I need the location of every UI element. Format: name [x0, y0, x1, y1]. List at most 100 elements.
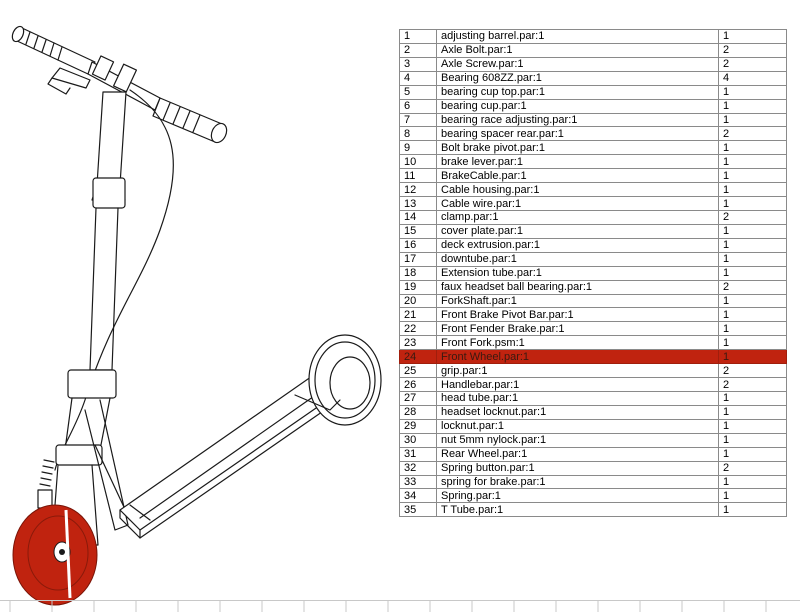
part-name-cell: Cable wire.par:1 — [436, 196, 719, 211]
part-name-cell: spring for brake.par:1 — [436, 474, 719, 490]
part-qty-cell: 1 — [718, 321, 787, 337]
part-qty-cell: 2 — [718, 42, 787, 58]
part-qty-cell: 1 — [718, 237, 787, 253]
part-name-cell: clamp.par:1 — [436, 209, 719, 225]
steering-column[interactable] — [55, 91, 127, 466]
part-name-cell: Bearing 608ZZ.par:1 — [436, 70, 719, 86]
handlebar[interactable] — [87, 55, 161, 111]
part-name-cell: Bolt brake pivot.par:1 — [436, 140, 719, 156]
part-index-cell: 31 — [399, 446, 437, 462]
part-qty-cell: 2 — [718, 279, 787, 295]
part-qty-cell: 1 — [718, 418, 787, 434]
part-qty-cell: 1 — [718, 349, 787, 365]
part-qty-cell: 2 — [718, 377, 787, 392]
part-index-cell: 9 — [399, 140, 437, 156]
part-qty-cell: 1 — [718, 335, 787, 351]
part-qty-cell: 1 — [718, 265, 787, 281]
right-grip[interactable] — [152, 97, 230, 145]
part-qty-cell: 2 — [718, 56, 787, 72]
part-index-cell: 16 — [399, 237, 437, 253]
part-name-cell: Axle Bolt.par:1 — [436, 42, 719, 58]
part-index-cell: 20 — [399, 293, 437, 309]
part-index-cell: 23 — [399, 335, 437, 351]
rear-wheel[interactable] — [294, 334, 382, 426]
part-name-cell: Front Fork.psm:1 — [436, 335, 719, 351]
part-qty-cell: 1 — [718, 154, 787, 170]
part-index-cell: 6 — [399, 98, 437, 114]
part-qty-cell: 1 — [718, 446, 787, 462]
part-name-cell: cover plate.par:1 — [436, 223, 719, 239]
part-name-cell: Front Wheel.par:1 — [436, 349, 719, 365]
left-grip[interactable] — [10, 25, 96, 75]
part-index-cell: 30 — [399, 432, 437, 448]
part-qty-cell: 1 — [718, 390, 787, 406]
brake-lever[interactable] — [47, 67, 91, 95]
part-index-cell: 27 — [399, 390, 437, 406]
part-name-cell: Axle Screw.par:1 — [436, 56, 719, 72]
part-index-cell: 4 — [399, 70, 437, 86]
part-name-cell: faux headset ball bearing.par:1 — [436, 279, 719, 295]
brake-cable[interactable] — [54, 89, 174, 471]
part-name-cell: Cable housing.par:1 — [436, 182, 719, 198]
part-qty-cell: 1 — [718, 84, 787, 100]
part-index-cell: 24 — [399, 349, 437, 365]
part-qty-cell: 1 — [718, 140, 787, 156]
brake-spring[interactable] — [37, 459, 55, 509]
front-wheel[interactable] — [12, 504, 98, 606]
part-index-cell: 32 — [399, 460, 437, 476]
part-name-cell: bearing race adjusting.par:1 — [436, 112, 719, 128]
part-index-cell: 19 — [399, 279, 437, 295]
part-name-cell: head tube.par:1 — [436, 390, 719, 406]
part-index-cell: 22 — [399, 321, 437, 337]
deck[interactable] — [119, 371, 346, 539]
part-name-cell: Spring.par:1 — [436, 488, 719, 504]
part-index-cell: 1 — [399, 29, 437, 44]
part-name-cell: bearing spacer rear.par:1 — [436, 126, 719, 142]
part-qty-cell: 1 — [718, 488, 787, 504]
part-index-cell: 26 — [399, 377, 437, 392]
part-name-cell: bearing cup top.par:1 — [436, 84, 719, 100]
part-index-cell: 10 — [399, 154, 437, 170]
part-name-cell: Extension tube.par:1 — [436, 265, 719, 281]
part-name-cell: Front Fender Brake.par:1 — [436, 321, 719, 337]
part-index-cell: 21 — [399, 307, 437, 323]
part-qty-cell: 1 — [718, 168, 787, 184]
part-qty-cell: 1 — [718, 98, 787, 114]
part-index-cell: 7 — [399, 112, 437, 128]
